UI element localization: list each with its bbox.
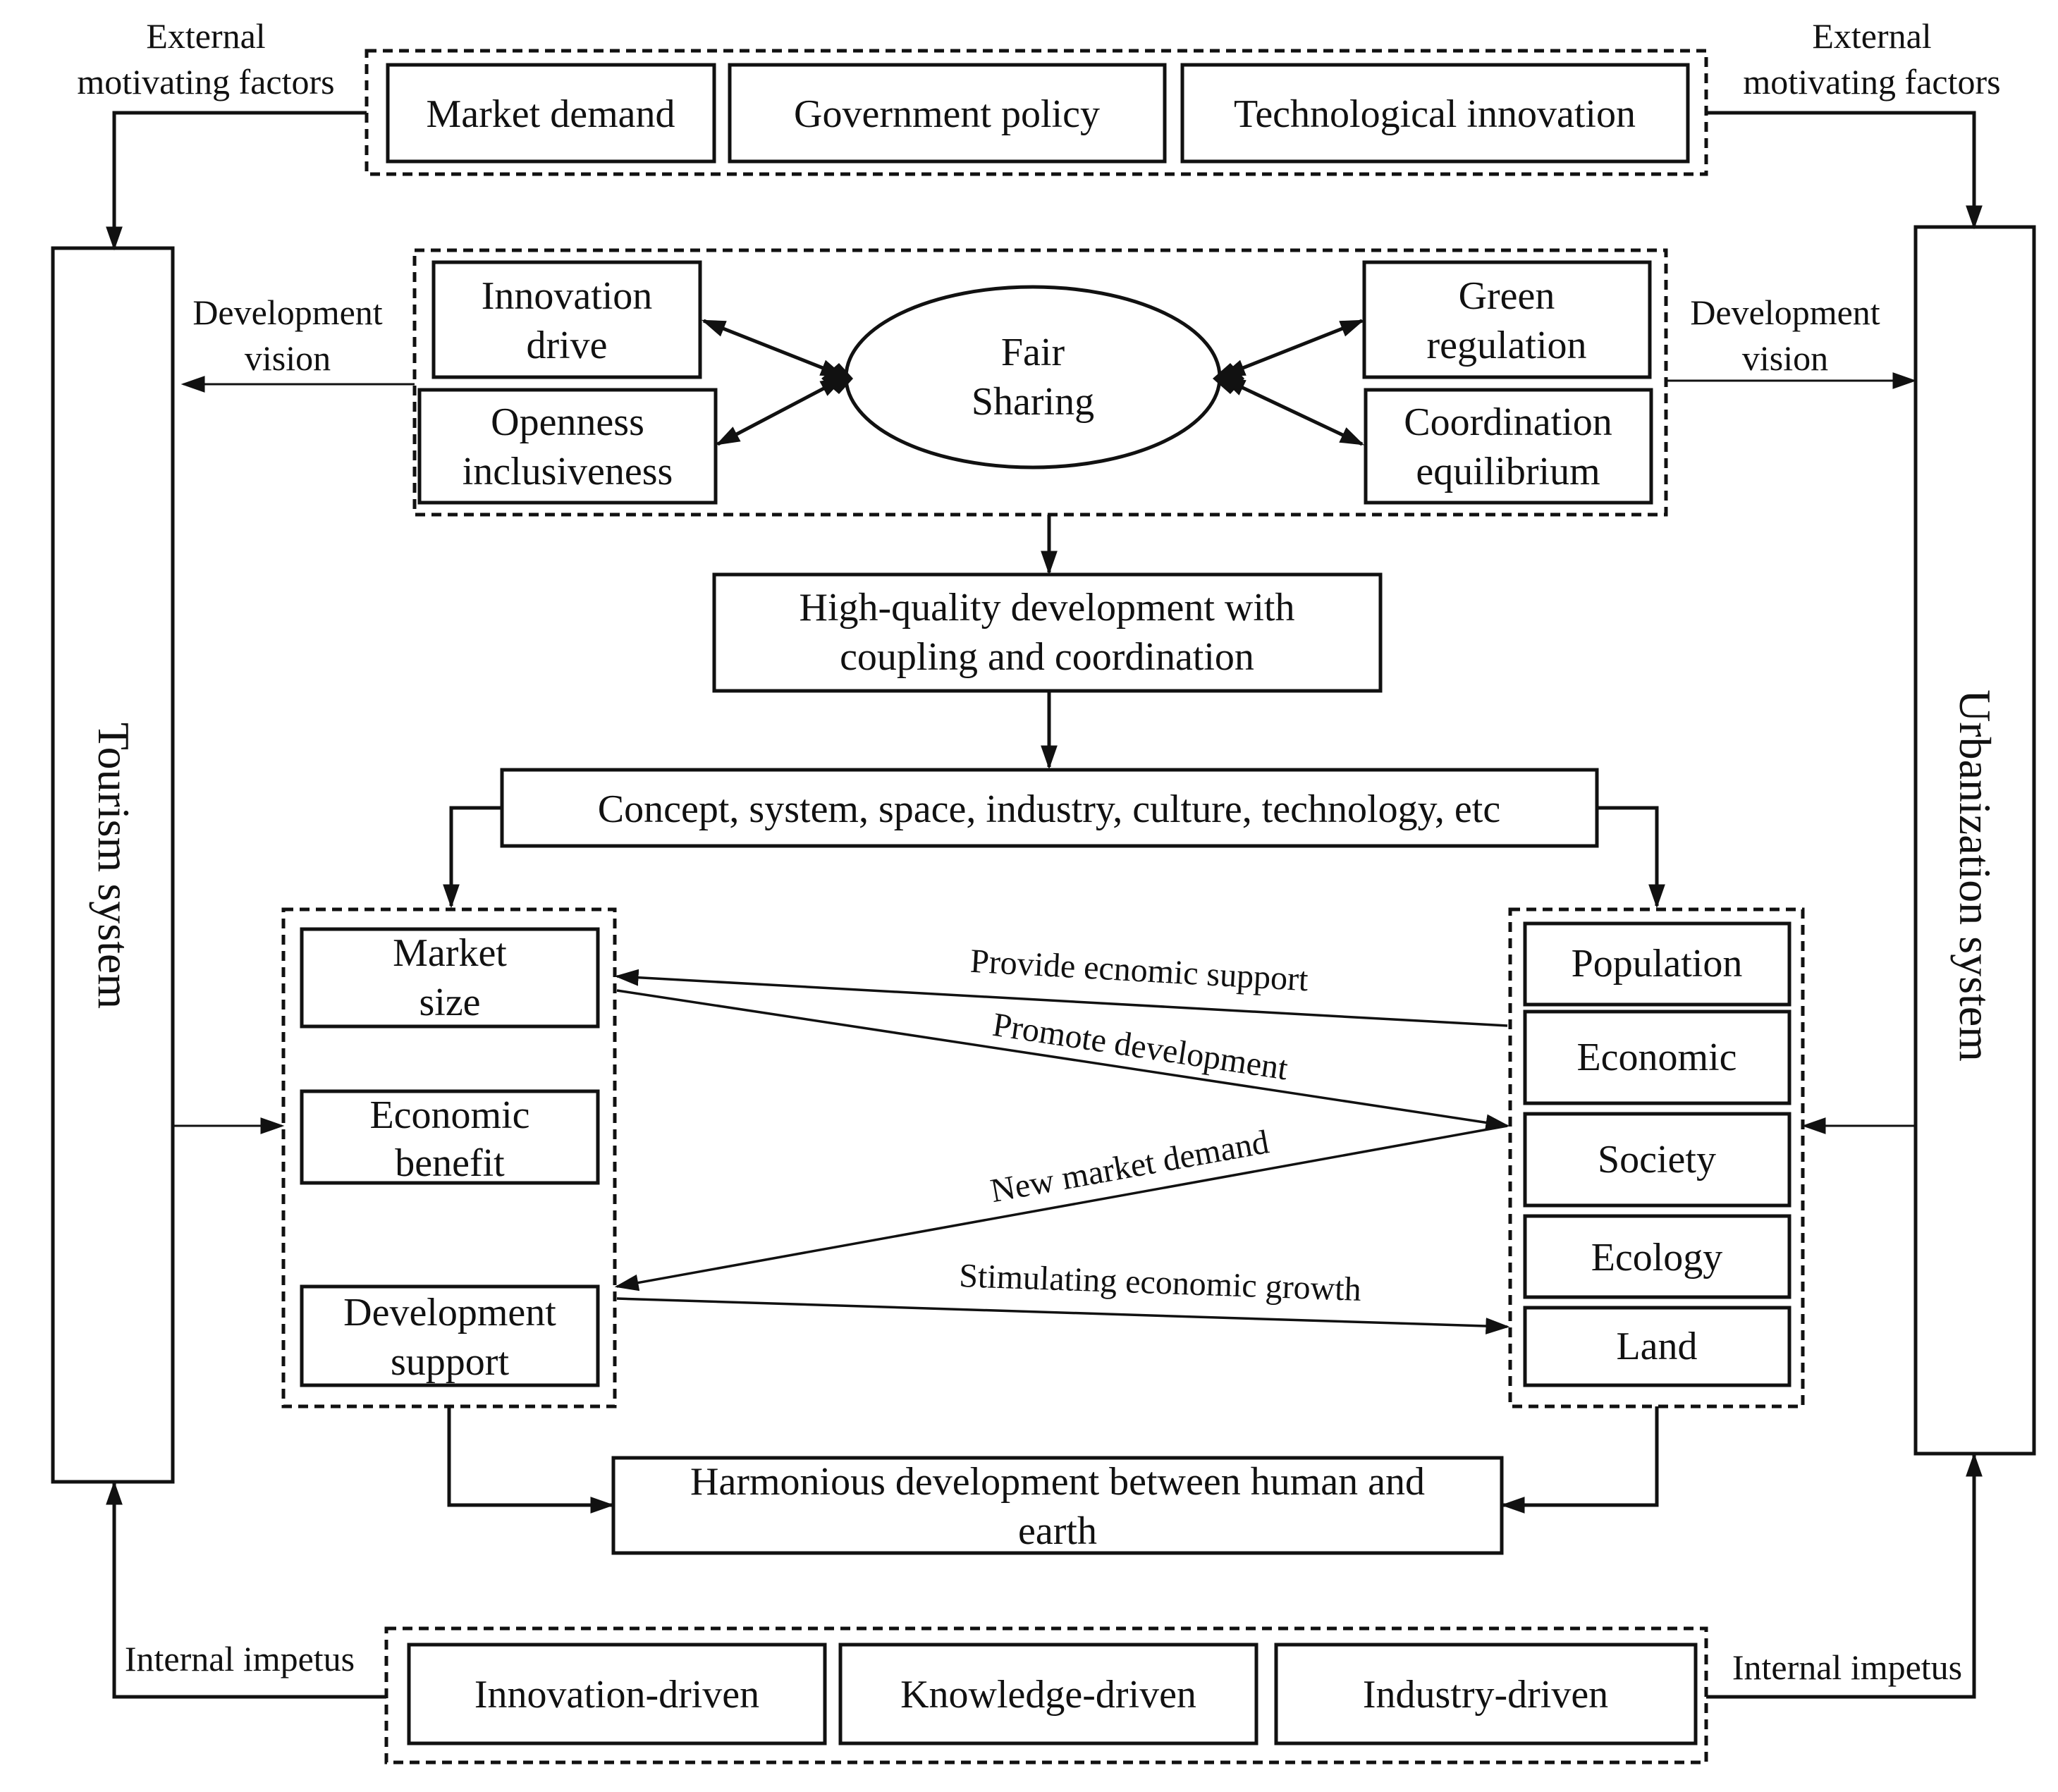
flow-provide-label: Provide ecnomic support	[969, 943, 1310, 999]
internal-right-label: Internal impetus	[1732, 1647, 1962, 1687]
arrow-stimulating-economic-growth	[616, 1297, 1510, 1334]
arrow-tourism-to-harmonious	[447, 1406, 615, 1514]
arrow-bar-to-urban-group	[1597, 806, 1665, 909]
concept-bar-text: Concept, system, space, industry, cultur…	[598, 787, 1500, 831]
arrow-provide-economic-support	[614, 969, 1508, 1027]
urban-society-label: Society	[1598, 1138, 1716, 1182]
internal-industry-driven: Industry-driven	[1363, 1673, 1608, 1717]
internal-innovation-driven-box	[407, 1643, 827, 1745]
arrow-bar-to-tourism-group	[443, 806, 502, 909]
ext-left-label-2: motivating factors	[77, 62, 334, 102]
concept-coordination-equilibrium-box	[1364, 388, 1653, 505]
external-factor-technological-innovation: Technological innovation	[1234, 92, 1636, 136]
arrow-internal-to-tourism	[106, 1480, 386, 1699]
tourism-economic-benefit-box	[300, 1089, 600, 1185]
concept-innovation-drive-box	[431, 260, 702, 379]
concept-green-regulation-box	[1362, 260, 1652, 379]
urbanization-system-label: Urbanization system	[1950, 689, 2000, 1062]
internal-industry-driven-box	[1274, 1643, 1698, 1745]
fair-right-junction	[1213, 363, 1244, 394]
external-factor-technological-innovation-box	[1180, 63, 1690, 164]
tourism-development-support-line-1: Development	[343, 1291, 556, 1334]
tourism-system-label: Tourism system	[89, 723, 139, 1009]
concept-coordination-line-2: equilibrium	[1416, 450, 1600, 493]
concept-openness-line-2: inclusiveness	[463, 450, 673, 493]
urban-society-box	[1523, 1112, 1791, 1208]
arrow-internal-to-urbanization	[1706, 1452, 1983, 1699]
arrow-new-market-demand	[614, 1124, 1508, 1291]
urban-ecology-box	[1523, 1214, 1791, 1299]
fair-left-junction	[821, 363, 853, 394]
concept-innovation-line-2: drive	[526, 324, 607, 367]
harmonious-line-1: Harmonious development between human and	[690, 1460, 1425, 1504]
concept-coordination-line-1: Coordination	[1404, 400, 1612, 444]
tourism-economic-benefit-line-1: Economic	[369, 1093, 529, 1137]
concept-innovation-line-1: Innovation	[482, 274, 653, 318]
concept-green-line-2: regulation	[1426, 324, 1586, 367]
urban-land-label: Land	[1616, 1325, 1697, 1368]
tourism-economic-benefit-line-2: benefit	[395, 1141, 505, 1185]
arrow-fair-green	[1220, 319, 1365, 378]
internal-knowledge-driven-box	[838, 1643, 1258, 1745]
urban-land-box	[1523, 1306, 1791, 1387]
arrow-urban-to-harmonious	[1500, 1406, 1659, 1514]
ext-right-label-2: motivating factors	[1743, 62, 2000, 102]
internal-knowledge-driven: Knowledge-driven	[900, 1673, 1196, 1717]
high-quality-line-1: High-quality development with	[800, 586, 1295, 630]
arrow-fair-coordination	[1220, 376, 1365, 446]
urban-economic-label: Economic	[1576, 1036, 1737, 1079]
concept-fair-line-1: Fair	[1001, 331, 1065, 374]
ext-left-label-1: External	[146, 16, 265, 56]
flow-promote-label: Promote development	[990, 1006, 1290, 1088]
ext-right-label-1: External	[1812, 16, 1931, 56]
tourism-market-size-line-1: Market	[393, 931, 507, 975]
internal-innovation-driven: Innovation-driven	[474, 1673, 759, 1717]
arrow-external-to-tourism	[106, 111, 367, 251]
arrow-fair-innovation	[701, 319, 845, 378]
development-concepts-group	[412, 248, 1668, 517]
external-factor-market-demand-box	[386, 63, 716, 164]
harmonious-line-2: earth	[1018, 1509, 1097, 1553]
devvision-left-label-2: vision	[245, 338, 331, 378]
devvision-right-label-2: vision	[1742, 338, 1828, 378]
urban-population-label: Population	[1572, 942, 1743, 986]
tourism-market-size-line-2: size	[419, 981, 480, 1024]
flow-stimulating-label: Stimulating economic growth	[958, 1257, 1361, 1308]
concept-openness-inclusiveness-box	[417, 388, 718, 505]
external-factor-government-policy: Government policy	[794, 92, 1100, 136]
tourism-development-support-line-2: support	[391, 1340, 509, 1384]
urban-economic-box	[1523, 1009, 1791, 1105]
flow-new-demand-label: New market demand	[988, 1123, 1272, 1210]
arrow-external-to-urbanization	[1706, 111, 1983, 230]
tourism-market-size-box	[300, 927, 600, 1029]
urban-population-box	[1523, 921, 1791, 1007]
concept-green-line-1: Green	[1459, 274, 1555, 318]
urban-subsystem-group	[1508, 907, 1805, 1409]
concept-openness-line-1: Openness	[491, 400, 644, 444]
internal-left-label: Internal impetus	[125, 1639, 355, 1679]
concept-fair-sharing-ellipse	[844, 285, 1222, 470]
external-factor-market-demand: Market demand	[427, 92, 675, 136]
urban-ecology-label: Ecology	[1591, 1236, 1723, 1279]
high-quality-line-2: coupling and coordination	[840, 635, 1254, 679]
devvision-right-label-1: Development	[1690, 293, 1880, 332]
concept-fair-line-2: Sharing	[972, 380, 1094, 424]
external-factor-government-policy-box	[728, 63, 1167, 164]
arrow-fair-openness	[715, 376, 845, 446]
devvision-left-label-1: Development	[192, 293, 382, 332]
tourism-development-support-box	[300, 1284, 600, 1387]
arrow-promote-development	[616, 989, 1510, 1131]
